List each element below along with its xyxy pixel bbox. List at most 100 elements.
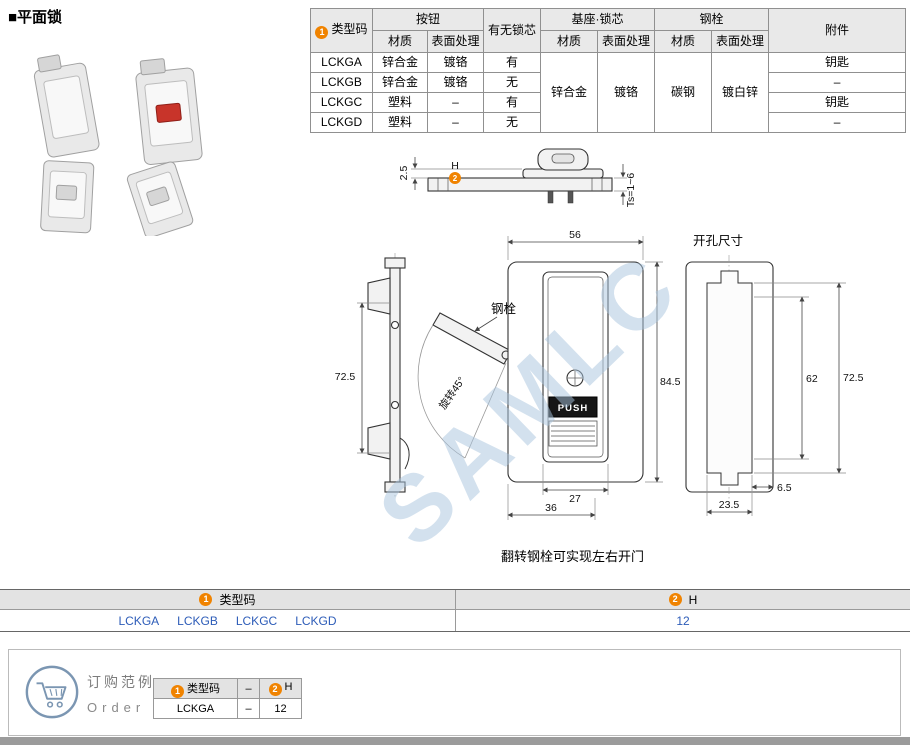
- spec-cell-bolt-material: 碳钢: [654, 52, 713, 133]
- circle-2-badge: [449, 172, 461, 184]
- red-push-button: [155, 102, 182, 123]
- spec-header-accessory: 附件: [768, 8, 907, 53]
- circle-2-badge: 2: [268, 683, 282, 696]
- circle-2-badge-number: 2: [453, 174, 458, 183]
- dim-height: 84.5: [660, 376, 681, 388]
- panel-cutout-shape: [706, 270, 753, 486]
- spec-cell: 有: [483, 92, 542, 113]
- spec-header-has-core: 有无锁芯: [483, 8, 542, 53]
- circle-1-badge: 1: [199, 593, 213, 606]
- push-button-label: PUSH: [558, 403, 588, 414]
- spec-cell: 无: [483, 72, 542, 93]
- selection-code-link[interactable]: LCKGC: [235, 613, 278, 628]
- spec-cell: 有: [483, 52, 542, 73]
- spec-header-bolt: 钢栓: [654, 8, 770, 31]
- order-separator-value: –: [237, 698, 260, 719]
- type-code-link[interactable]: LCKGA: [310, 52, 373, 73]
- selection-h-header-label: H: [688, 592, 698, 607]
- drawing-caption: 翻转钢栓可实现左右开门: [501, 549, 644, 564]
- type-code-link[interactable]: LCKGB: [310, 72, 373, 93]
- spec-cell: –: [768, 72, 907, 93]
- spec-subheader-surface: 表面处理: [426, 30, 485, 53]
- selection-codes: LCKGA LCKGB LCKGC LCKGD: [0, 610, 455, 631]
- technical-drawing: 2.5 H 2 Ts=1~6 72.5: [335, 148, 864, 564]
- product-photos: [33, 54, 203, 236]
- top-view: 2.5 H 2 Ts=1~6: [398, 148, 637, 208]
- cutout-view: 开孔尺寸 62 72.5 6.5 23.5: [685, 234, 864, 516]
- page-bottom-bar: [0, 737, 910, 745]
- spec-cell-bolt-surface: 镀白锌: [711, 52, 770, 133]
- order-separator-header: –: [237, 678, 260, 699]
- spec-header-base-core: 基座·锁芯: [540, 8, 656, 31]
- spec-subheader-surface: 表面处理: [711, 30, 770, 53]
- selection-table: 1 类型码 2 H LCKGA LCKGB LCKGC LCKGD 12: [0, 589, 910, 632]
- bolt-label: 钢栓: [491, 301, 517, 316]
- cutout-title: 开孔尺寸: [693, 234, 743, 248]
- order-code-value[interactable]: LCKGA: [153, 698, 238, 719]
- spec-subheader-material: 材质: [372, 30, 428, 53]
- spec-header-button: 按钮: [371, 8, 485, 31]
- type-code-link[interactable]: LCKGC: [310, 92, 373, 113]
- order-h-value[interactable]: 12: [259, 698, 302, 719]
- bolt-blade: [432, 312, 512, 365]
- selection-code-link[interactable]: LCKGD: [295, 613, 337, 628]
- spec-cell: –: [426, 92, 485, 113]
- order-h-header-label: H: [284, 681, 293, 693]
- selection-code-link[interactable]: LCKGA: [118, 613, 160, 628]
- circle-1-badge: 1: [171, 684, 184, 698]
- spec-cell-base-material: 锌合金: [540, 52, 599, 133]
- spec-subheader-material: 材质: [540, 30, 599, 53]
- spec-cell: 锌合金: [372, 72, 428, 93]
- dim-panel-thickness: Ts=1~6: [625, 173, 637, 208]
- lock-photo-4: [126, 161, 194, 236]
- order-example-label-cn: 订购范例: [87, 674, 155, 690]
- lock-photo-2: [135, 58, 203, 165]
- selection-type-header: 1 类型码: [0, 590, 455, 609]
- selection-code-link[interactable]: LCKGB: [177, 613, 218, 628]
- order-labels: 订购范例 Order: [87, 672, 155, 715]
- spec-cell: 钥匙: [768, 92, 907, 113]
- spec-cell: 塑料: [372, 92, 428, 113]
- dim-width: 56: [569, 229, 581, 241]
- spec-subheader-material: 材质: [654, 30, 713, 53]
- dim-hole-height: 72.5: [843, 372, 864, 384]
- push-button: [548, 396, 598, 418]
- spec-cell: 无: [483, 112, 542, 133]
- spec-cell: 塑料: [372, 112, 428, 133]
- selection-h-header: 2 H: [455, 590, 910, 609]
- spec-cell: 镀铬: [426, 72, 485, 93]
- spec-cell: –: [768, 112, 907, 133]
- selection-h-value[interactable]: 12: [676, 613, 690, 628]
- spec-row: LCKGA 锌合金 镀铬 有 锌合金 镀铬 碳钢 镀白锌 钥匙: [310, 52, 907, 133]
- spec-header-type-label: 类型码: [331, 21, 368, 36]
- circle-2-badge: 2: [668, 593, 682, 606]
- spec-cell: 锌合金: [372, 52, 428, 73]
- type-code-link[interactable]: LCKGD: [310, 112, 373, 133]
- side-view: 72.5: [335, 253, 410, 497]
- dim-flange-height: 2.5: [398, 166, 410, 181]
- order-example-label-en: Order: [87, 700, 146, 715]
- spec-subheader-surface: 表面处理: [597, 30, 656, 53]
- spec-cell-base-surface: 镀铬: [597, 52, 656, 133]
- dim-side-height: 72.5: [335, 371, 356, 383]
- lock-photo-3: [40, 160, 95, 234]
- dim-button-width: 27: [569, 493, 581, 505]
- dim-hole-offset: 6.5: [777, 482, 792, 494]
- dim-body-width: 36: [545, 502, 557, 514]
- dim-hole-inner: 62: [806, 373, 818, 385]
- dim-hole-width: 23.5: [719, 499, 740, 511]
- selection-h-cell: 12: [455, 610, 910, 631]
- page-title: ■平面锁: [8, 9, 63, 26]
- selection-data-row: LCKGA LCKGB LCKGC LCKGD 12: [0, 610, 910, 631]
- spec-cell: 镀铬: [426, 52, 485, 73]
- front-view: PUSH 钢栓 旋转45° 56 84.5 27: [417, 229, 681, 520]
- order-type-header-label: 类型码: [187, 682, 220, 695]
- cart-icon: [25, 665, 79, 719]
- rotate-45-label: 旋转45°: [436, 374, 468, 412]
